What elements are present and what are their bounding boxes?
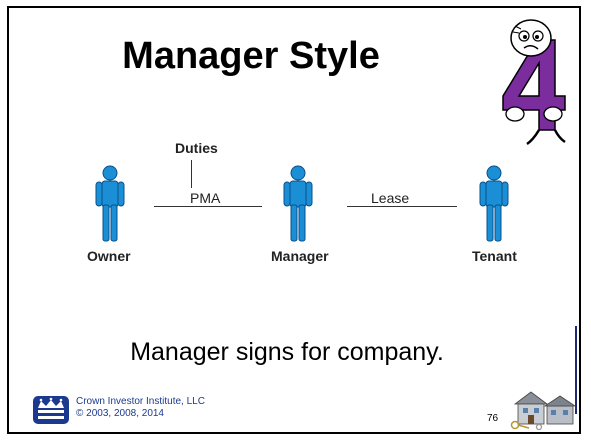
pma-line (154, 206, 262, 207)
manager-figure-icon (283, 165, 313, 242)
slide-title: Manager Style (122, 35, 380, 77)
tenant-figure-icon (479, 165, 509, 242)
pma-label: PMA (190, 190, 221, 206)
duties-label: Duties (175, 140, 218, 156)
footer-company: Crown Investor Institute, LLC (76, 396, 205, 407)
house-with-keys-icon (510, 391, 577, 430)
slide: Manager Style Duties Owner PMA (7, 6, 581, 434)
page-number: 76 (487, 413, 499, 424)
footer-text: Crown Investor Institute, LLC © 2003, 20… (76, 396, 205, 420)
footer-copyright: © 2003, 2008, 2014 (76, 408, 164, 419)
owner-label: Owner (87, 248, 131, 264)
number-four-mascot (502, 19, 566, 146)
lease-line (347, 206, 457, 207)
slide-caption: Manager signs for company. (130, 338, 444, 366)
duties-connector (191, 160, 192, 188)
lease-label: Lease (371, 190, 410, 206)
manager-label: Manager (271, 248, 329, 264)
tenant-label: Tenant (472, 248, 517, 264)
crown-logo-icon (33, 396, 69, 424)
owner-figure-icon (95, 165, 125, 242)
accent-rule (575, 326, 577, 414)
